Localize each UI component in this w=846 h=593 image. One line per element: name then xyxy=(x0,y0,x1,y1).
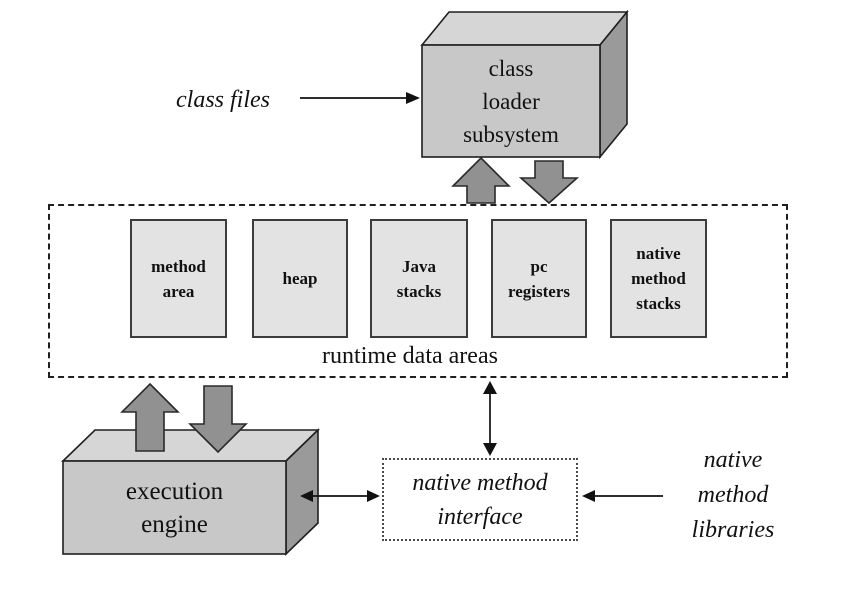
execution-engine-3d-box xyxy=(61,428,320,556)
libraries-nmi-arrow-icon xyxy=(582,490,663,502)
runtime-nmi-double-arrow-icon xyxy=(483,381,497,456)
runtime-data-areas-container xyxy=(48,204,788,378)
execution-engine-box-front-face xyxy=(62,460,287,555)
native-method-libraries-label: native method libraries xyxy=(691,447,775,543)
pc-registers-box: pc registers xyxy=(491,219,587,338)
class-loader-3d-box xyxy=(420,9,629,160)
execution-nmi-double-arrow-icon xyxy=(300,490,380,502)
class-loader-box-top-face xyxy=(420,11,629,46)
native-method-interface-box: native method interface xyxy=(382,458,578,541)
runtime-data-areas-label: runtime data areas xyxy=(322,343,498,369)
execution-engine-box-top-face xyxy=(61,429,320,462)
method-area-box: method area xyxy=(130,219,227,338)
heap-box: heap xyxy=(252,219,348,338)
native-method-stacks-box: native method stacks xyxy=(610,219,707,338)
execution-down-block-arrow-icon xyxy=(188,385,248,454)
class-files-arrow-icon xyxy=(300,92,420,104)
class-loader-box-front-face xyxy=(421,44,601,158)
classloader-down-block-arrow-icon xyxy=(518,160,580,205)
class-loader-subsystem-label: class loader subsystem xyxy=(463,55,559,147)
java-stacks-box: Java stacks xyxy=(370,219,468,338)
execution-up-block-arrow-icon xyxy=(120,382,180,452)
class-files-label: class files xyxy=(176,87,270,113)
execution-engine-label: execution engine xyxy=(125,477,224,538)
classloader-up-block-arrow-icon xyxy=(451,156,511,204)
